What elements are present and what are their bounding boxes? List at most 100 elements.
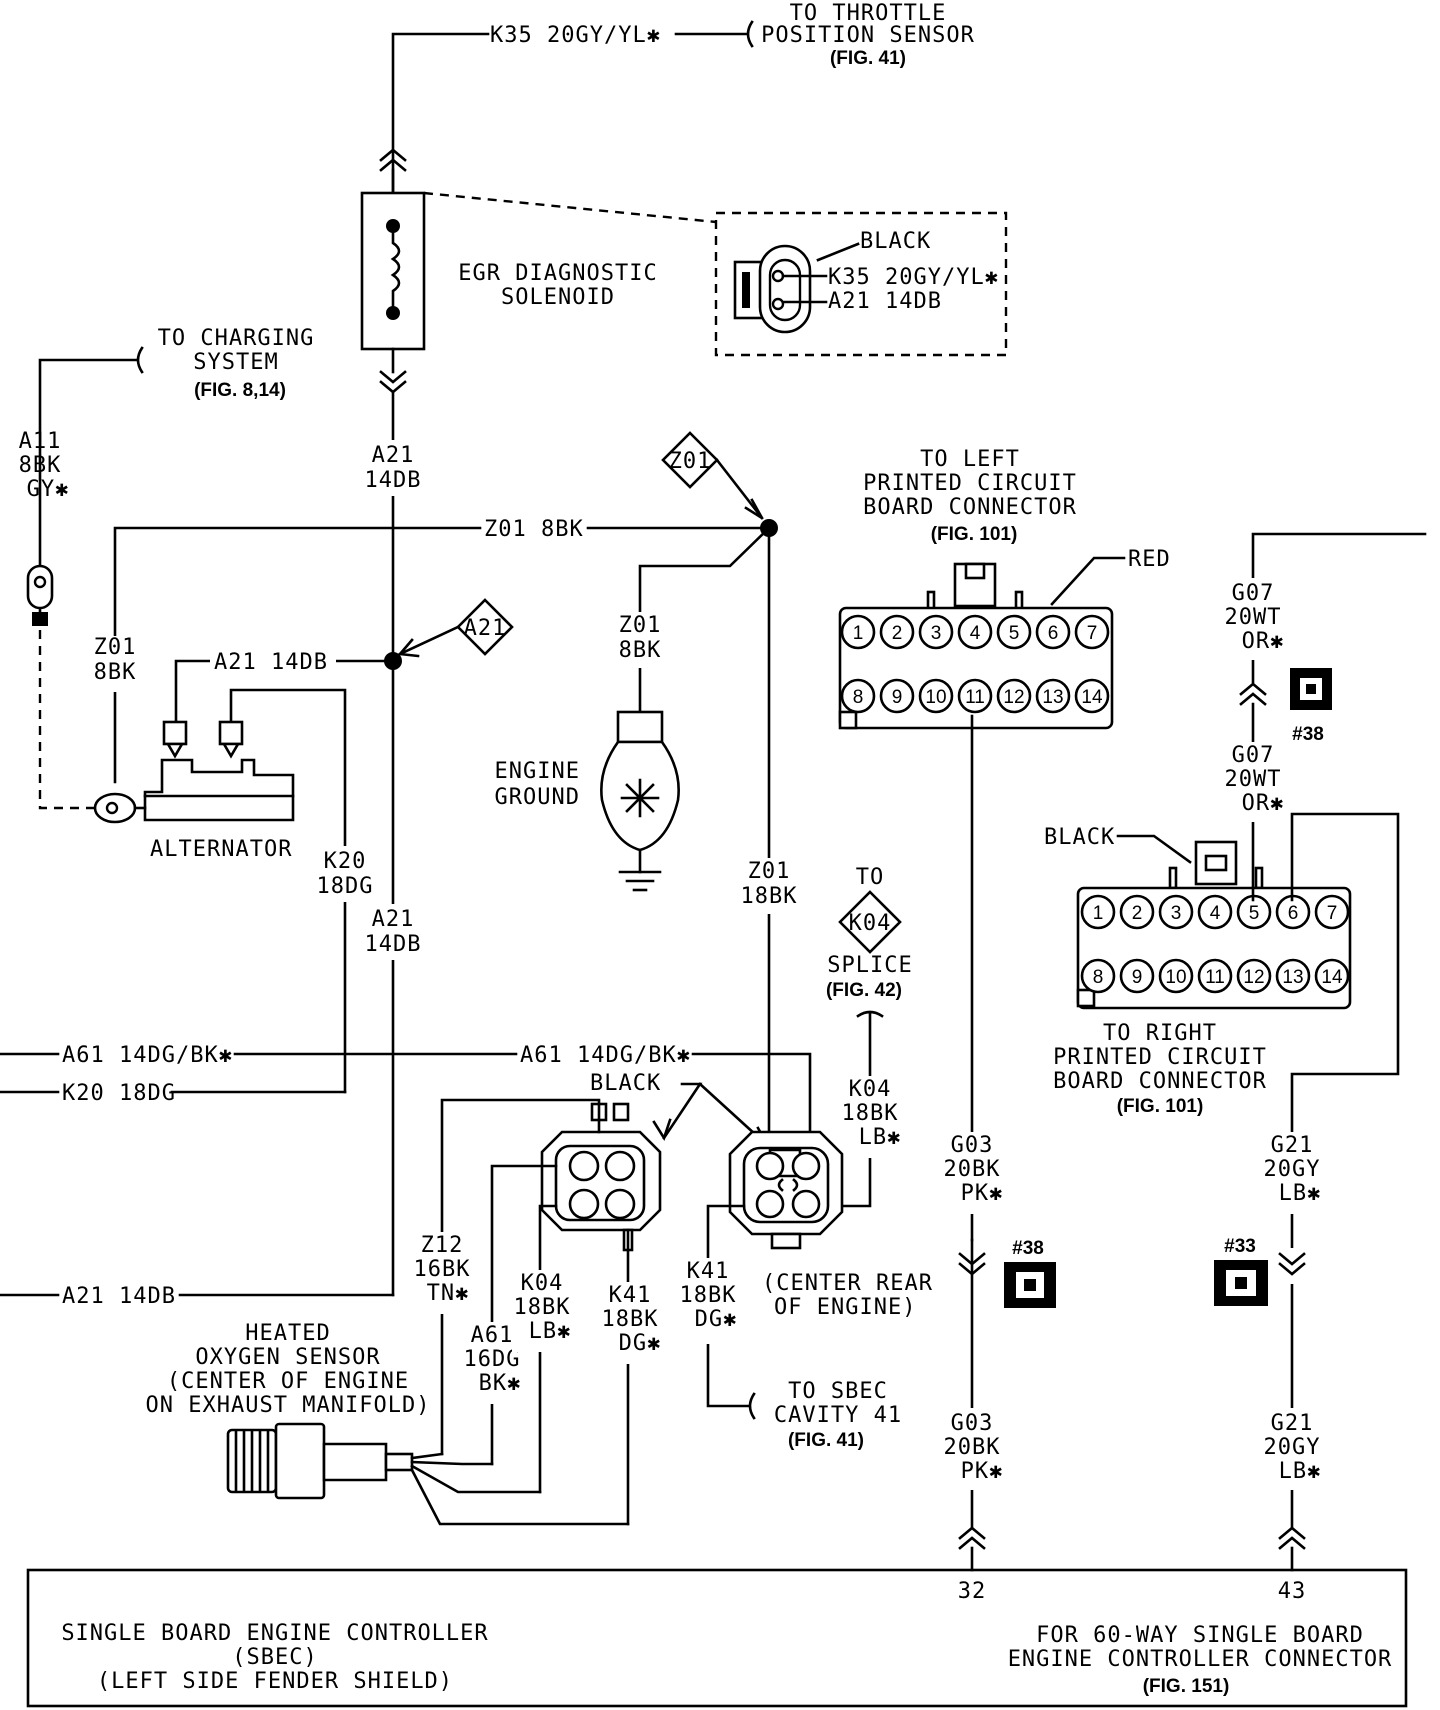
a21-label2-line1: A21 xyxy=(372,907,415,932)
k04-o2-line2: 18BK xyxy=(514,1295,571,1320)
o2-line4: ON EXHAUST MANIFOLD) xyxy=(146,1393,431,1418)
right-pcb-pin-label: 11 xyxy=(1205,967,1225,988)
egr-connector-detail: BLACK K35 20GY/YL✱ A21 14DB xyxy=(423,191,1008,357)
k41-right-line2: 18BK xyxy=(680,1283,737,1308)
right-pcb-pin-4 xyxy=(1197,894,1233,930)
wire-label-a21-bottom: A21 14DB xyxy=(62,1284,176,1309)
left-pcb-pin-label: 7 xyxy=(1087,623,1098,644)
left-pcb-pin-label: 8 xyxy=(853,687,864,708)
right-pcb-pin-3 xyxy=(1158,894,1194,930)
g21-bottom-line2: 20GY xyxy=(1264,1435,1321,1460)
g07-top-line3: OR✱ xyxy=(1242,629,1285,654)
splice-z01-diamond xyxy=(661,431,719,489)
right-pcb-pin-2 xyxy=(1119,894,1155,930)
wire-label-z01: Z01 8BK xyxy=(484,517,584,542)
g03-bottom-line1: G03 xyxy=(951,1411,994,1436)
left-pcb-pin-label: 3 xyxy=(931,623,942,644)
wire-g07: G07 20WT OR✱ #38 G07 20WT OR✱ xyxy=(1218,532,1427,902)
sbec-cavity-fig: (FIG. 41) xyxy=(788,1430,864,1451)
right-pcb-line3: BOARD CONNECTOR xyxy=(1053,1069,1267,1094)
left-pcb-pin-2 xyxy=(879,614,915,650)
right-pcb-pin-label: 14 xyxy=(1321,967,1343,988)
k41-o2-line1: K41 xyxy=(609,1283,652,1308)
throttle-label-line1: TO THROTTLE xyxy=(790,1,947,26)
right-pcb-pin-14 xyxy=(1314,958,1350,994)
right-pcb-pin-label: 4 xyxy=(1210,903,1221,924)
wire-label-k20: K20 18DG xyxy=(62,1081,176,1106)
engine-ground-line2: GROUND xyxy=(495,785,580,810)
right-pcb-pin-label: 3 xyxy=(1171,903,1182,924)
ref-38-label-b: #38 xyxy=(1012,1238,1044,1259)
g21-bottom-line3: LB✱ xyxy=(1279,1459,1322,1484)
g21-top-line3: LB✱ xyxy=(1279,1181,1322,1206)
right-pcb-pin-7 xyxy=(1314,894,1350,930)
alternator-body xyxy=(143,758,295,822)
wire-a61: A61 14DG/BK✱ A61 14DG/BK✱ xyxy=(0,1043,812,1152)
k04-o2-line3: LB✱ xyxy=(529,1319,572,1344)
left-pcb-line1: TO LEFT xyxy=(920,447,1020,472)
charging-label-line2: SYSTEM xyxy=(193,350,278,375)
k04-splice-callout: TO K04 SPLICE (FIG. 42) K04 18BK LB✱ xyxy=(808,865,912,1208)
alternator: A21 14DB A21 ALTERNATOR K20 18DG K20 18D… xyxy=(0,598,514,1106)
sixty-way-fig: (FIG. 151) xyxy=(1143,1676,1230,1697)
sbec-cavity-line1: TO SBEC xyxy=(788,1379,888,1404)
g03-bottom-line2: 20BK xyxy=(944,1435,1001,1460)
g07-top-line2: 20WT xyxy=(1225,605,1282,630)
cavity-32: 32 xyxy=(958,1579,987,1604)
right-pcb-pin-label: 12 xyxy=(1243,967,1264,988)
z01-18-line2: 18BK xyxy=(741,884,798,909)
center-rear-line2: OF ENGINE) xyxy=(774,1295,916,1320)
black-connector-label: BLACK xyxy=(590,1071,661,1096)
z12-line1: Z12 xyxy=(421,1233,464,1258)
wire-label-a21-alt: A21 14DB xyxy=(214,650,328,675)
k41-right-line1: K41 xyxy=(687,1259,730,1284)
g03-bottom-line3: PK✱ xyxy=(961,1459,1004,1484)
left-pcb-pin-label: 1 xyxy=(853,623,864,644)
g07-bottom-line3: OR✱ xyxy=(1242,791,1285,816)
egr-connector-color: BLACK xyxy=(860,229,931,254)
g03-top-line1: G03 xyxy=(951,1133,994,1158)
k04-line3: LB✱ xyxy=(859,1125,902,1150)
a21-label-line2: 14DB xyxy=(365,468,422,493)
a61-16-line3: BK✱ xyxy=(479,1371,522,1396)
left-pcb-pin-label: 13 xyxy=(1042,687,1063,708)
k04-line2: 18BK xyxy=(842,1101,899,1126)
right-pcb-pin-label: 1 xyxy=(1093,903,1104,924)
splice-k04-label: K04 xyxy=(849,911,892,936)
left-pcb-color: RED xyxy=(1128,547,1171,572)
k04-to: TO xyxy=(856,865,885,890)
g21-top-line1: G21 xyxy=(1271,1133,1314,1158)
k20-line1: K20 xyxy=(324,849,367,874)
k04-line1: K04 xyxy=(849,1077,892,1102)
sbec-line2: (SBEC) xyxy=(232,1645,317,1670)
right-pcb-pin-9 xyxy=(1119,958,1155,994)
splice-z01-label: Z01 xyxy=(669,449,712,474)
k41-o2-line2: 18BK xyxy=(602,1307,659,1332)
right-pcb-pin-8 xyxy=(1080,958,1116,994)
wire-g21: G21 20GY LB✱ #33 G21 20GY LB✱ xyxy=(1214,1132,1324,1572)
left-pcb-connector: TO LEFT PRINTED CIRCUIT BOARD CONNECTOR … xyxy=(838,447,1171,1152)
right-pcb-fig: (FIG. 101) xyxy=(1117,1096,1204,1117)
wire-z01-main: Z01 8BK Z01 Z01 8BK xyxy=(90,431,778,784)
a11-line2: 8BK xyxy=(19,453,62,478)
left-pcb-pin-label: 5 xyxy=(1009,623,1020,644)
right-pcb-pin-label: 9 xyxy=(1132,967,1143,988)
left-pcb-line2: PRINTED CIRCUIT xyxy=(863,471,1077,496)
egr-detail-box xyxy=(714,211,1008,357)
right-pcb-color: BLACK xyxy=(1044,825,1115,850)
k04-splice-line1: SPLICE xyxy=(827,953,912,978)
throttle-fig-ref: (FIG. 41) xyxy=(830,48,906,69)
engine-ground-line1: ENGINE xyxy=(495,759,580,784)
z12-line2: 16BK xyxy=(414,1257,471,1282)
right-pcb-line1: TO RIGHT xyxy=(1103,1021,1217,1046)
splice-a21-diamond xyxy=(456,598,514,656)
left-pcb-pin-5 xyxy=(996,614,1032,650)
ref-33-label: #33 xyxy=(1224,1236,1256,1257)
left-pcb-pin-label: 11 xyxy=(965,687,985,708)
left-pcb-pin-8 xyxy=(840,678,876,714)
right-pcb-line2: PRINTED CIRCUIT xyxy=(1053,1045,1267,1070)
right-pcb-pin-10 xyxy=(1158,958,1194,994)
